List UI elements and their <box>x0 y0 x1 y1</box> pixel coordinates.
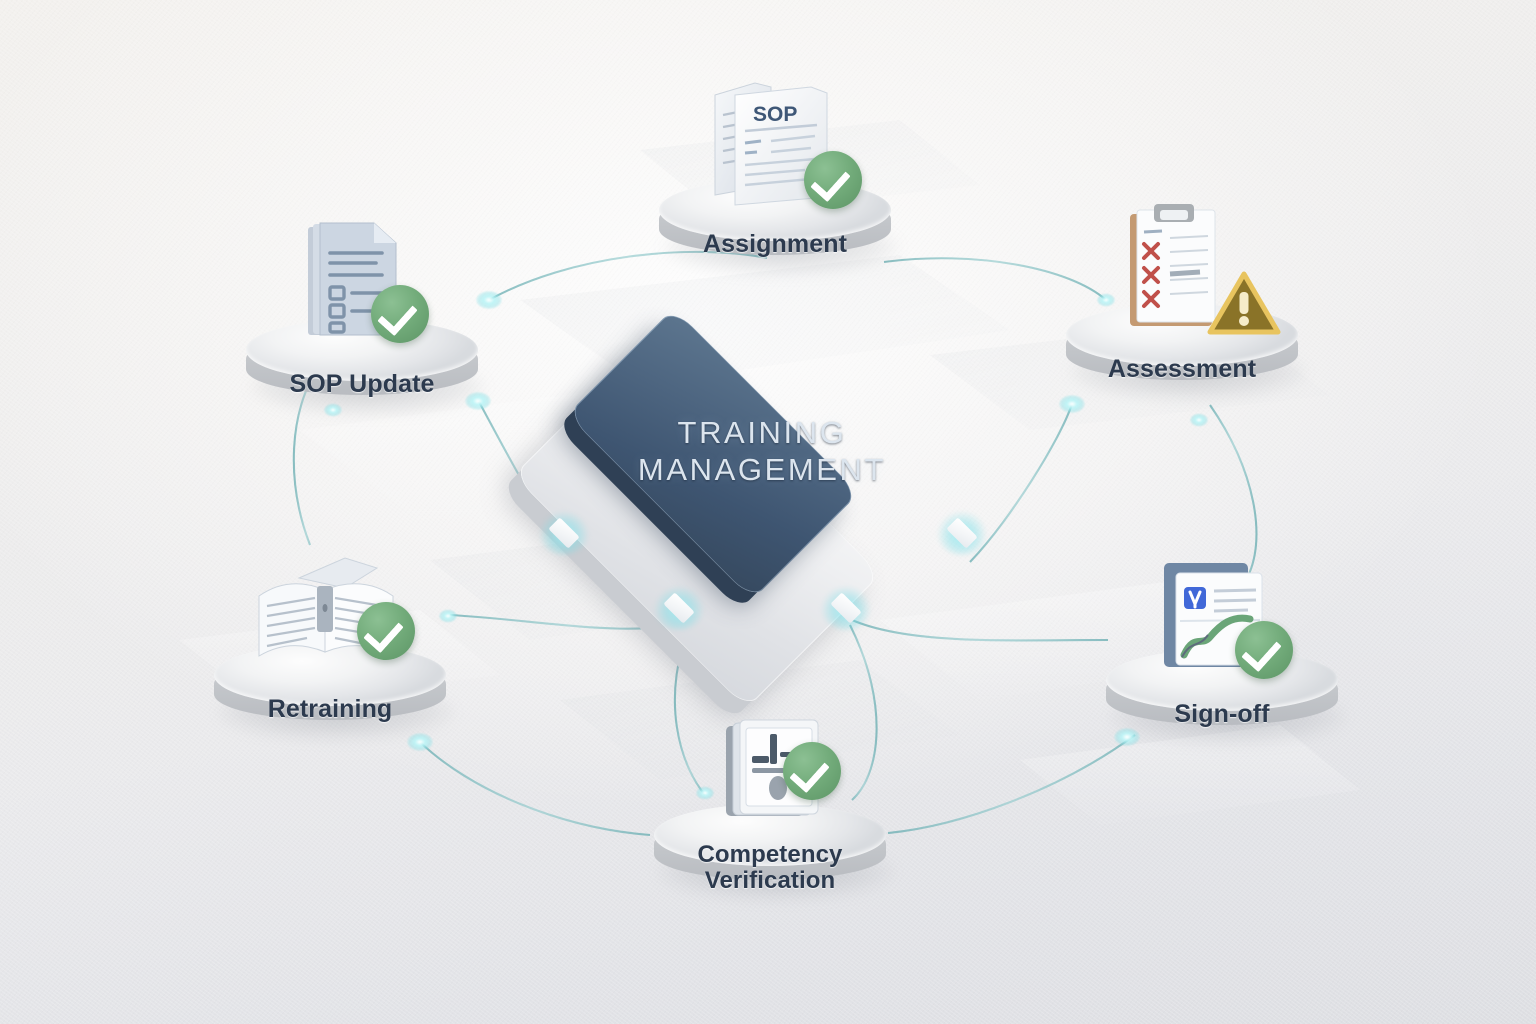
link-assessment-signoff <box>1209 404 1258 581</box>
spoke-hub-competency-left <box>673 624 706 796</box>
node-label: Retraining <box>267 695 393 723</box>
link-sopupdate-assignment <box>488 250 768 301</box>
spoke-hub-competency-right <box>849 624 878 801</box>
node-label: Assignment <box>702 230 848 258</box>
status-badge-check <box>371 285 429 343</box>
glow-dot <box>324 403 342 417</box>
glow-dot <box>465 392 491 410</box>
port-northwest <box>539 511 589 557</box>
link-signoff-competency <box>887 734 1136 835</box>
glow-dot <box>476 291 502 309</box>
status-badge-check <box>357 602 415 660</box>
node-label: SOP Update <box>289 370 435 398</box>
node-label: Assessment <box>1107 355 1257 383</box>
glow-dot <box>1059 395 1085 413</box>
port-southeast <box>821 586 871 632</box>
svg-text:SOP: SOP <box>753 103 797 126</box>
status-badge-warning <box>1207 270 1281 338</box>
pedestal <box>1106 649 1346 745</box>
glow-dot <box>696 786 714 800</box>
node-assignment[interactable]: SOP Assignment <box>650 75 900 275</box>
glow-dot <box>1114 728 1140 746</box>
node-sop-update[interactable]: SOP Update <box>237 215 487 415</box>
port-southwest <box>654 586 704 632</box>
node-assessment[interactable]: Assessment <box>1057 200 1307 400</box>
port-northeast <box>937 511 987 557</box>
glow-dot <box>439 609 457 623</box>
node-competency-verification[interactable]: Competency Verification <box>645 700 895 900</box>
status-badge-check <box>1235 621 1293 679</box>
status-badge-check <box>804 151 862 209</box>
clipboard-failed-icon <box>1102 202 1262 334</box>
pedestal <box>246 319 486 415</box>
glow-dot <box>1097 293 1115 307</box>
spoke-hub-signoff <box>851 619 1109 642</box>
status-badge-check <box>783 742 841 800</box>
spoke-hub-assessment <box>969 403 1073 563</box>
central-hub[interactable]: TRAINING MANAGEMENT <box>513 308 987 709</box>
node-label: Competency Verification <box>697 841 843 895</box>
pedestal <box>214 644 454 740</box>
link-assignment-assessment <box>883 257 1107 301</box>
glow-dot <box>407 733 433 751</box>
link-competency-retraining <box>419 741 651 837</box>
node-sign-off[interactable]: Sign-off <box>1097 545 1347 745</box>
node-retraining[interactable]: Retraining <box>205 540 455 740</box>
glow-dot <box>1190 413 1208 427</box>
warning-triangle-icon <box>1207 271 1281 335</box>
node-label: Sign-off <box>1174 700 1270 728</box>
